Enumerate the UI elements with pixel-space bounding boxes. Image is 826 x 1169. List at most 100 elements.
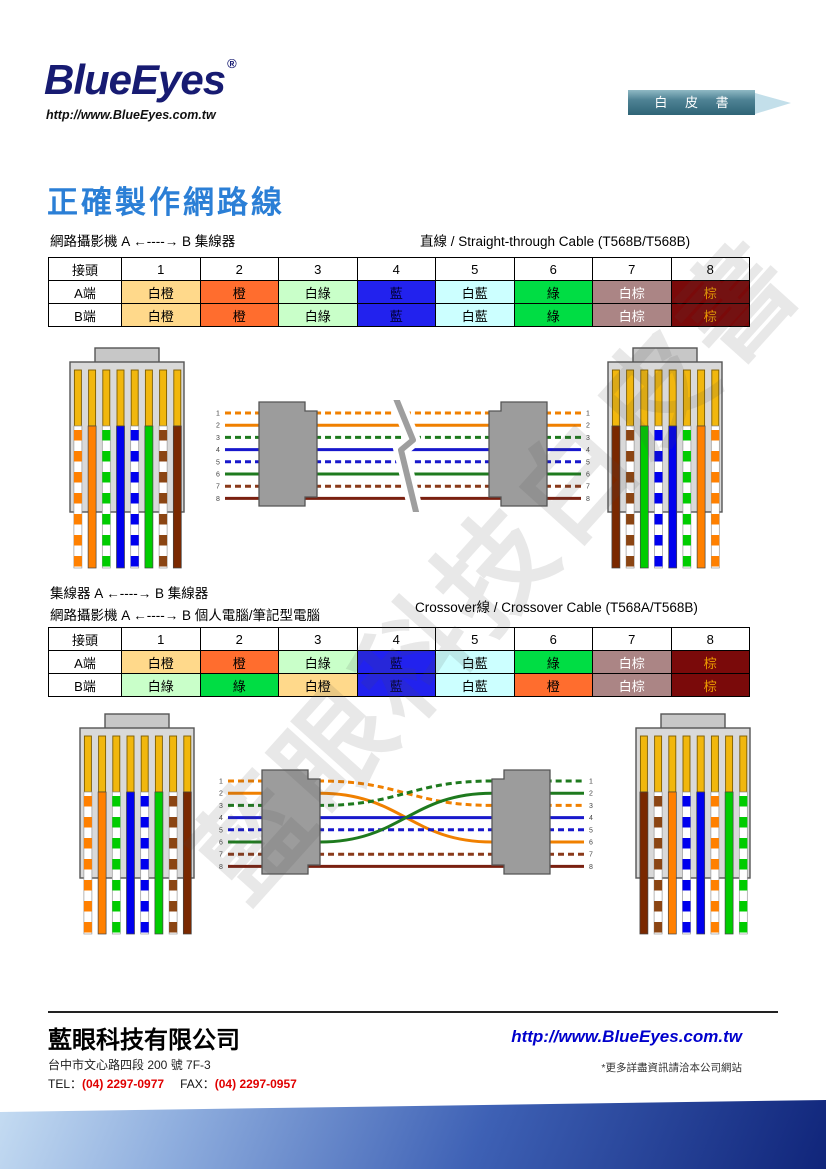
wire-color-cell: 白藍 [435,303,515,327]
wire-color-cell: 綠 [513,303,593,327]
company-website-link[interactable]: http://www.BlueEyes.com.tw [511,1027,742,1046]
pin-number-cell: 1 [121,257,201,281]
footer-gradient-band [0,1100,826,1169]
table-row: B端白綠綠白橙藍白藍橙白棕棕 [48,673,750,697]
logo-url: http://www.BlueEyes.com.tw [46,108,216,122]
pin-number-cell: 3 [278,257,358,281]
wire-color-cell: 橙 [199,303,279,327]
wire-color-cell: 白棕 [592,303,672,327]
wire-color-cell: 棕 [670,650,750,674]
pin-number-cell: 6 [513,627,593,651]
company-address: 台中市文心路四段 200 號 7F-3 [48,1058,211,1072]
pin-number-cell: 2 [199,257,279,281]
wire-color-cell: 白綠 [278,650,358,674]
table-row: B端白橙橙白綠藍白藍綠白棕棕 [48,303,750,327]
svg-text:2: 2 [586,423,590,430]
tel-label: TEL： [48,1077,83,1091]
wire-color-cell: 棕 [670,673,750,697]
wire-color-cell: 藍 [356,673,436,697]
wire-color-cell: 白藍 [435,673,515,697]
table-row: A端白橙橙白綠藍白藍綠白棕棕 [48,280,750,304]
wire-color-cell: 棕 [670,303,750,327]
wire-color-cell: 白藍 [435,650,515,674]
row-label-cell: A端 [48,280,122,304]
svg-text:2: 2 [219,791,223,798]
wire-color-cell: 白藍 [435,280,515,304]
wire-color-cell: 橙 [199,650,279,674]
svg-text:3: 3 [216,435,220,442]
svg-text:5: 5 [589,827,593,834]
svg-text:7: 7 [589,852,593,859]
svg-text:5: 5 [586,459,590,466]
registered-mark: ® [227,56,237,71]
svg-text:5: 5 [216,459,220,466]
rj45-connector-straight-b [607,347,723,569]
svg-text:8: 8 [219,864,223,871]
row-label-cell: B端 [48,673,122,697]
svg-text:6: 6 [219,840,223,847]
svg-text:4: 4 [216,447,220,454]
crossover-cable-type-label: Crossover線 / Crossover Cable (T568A/T568… [415,600,698,615]
tel-number: (04) 2297-0977 [82,1077,165,1091]
rj45-connector-straight-a [69,347,185,569]
fax-number: (04) 2297-0957 [214,1077,297,1091]
pin-number-cell: 1 [121,627,201,651]
svg-text:8: 8 [589,864,593,871]
svg-text:4: 4 [586,447,590,454]
svg-text:2: 2 [589,791,593,798]
svg-text:3: 3 [219,803,223,810]
wire-color-cell: 白橙 [121,650,201,674]
svg-text:1: 1 [216,411,220,418]
rj45-connector-crossover-b [635,713,751,935]
pin-number-cell: 4 [356,627,436,651]
pin-number-cell: 5 [435,257,515,281]
svg-text:1: 1 [589,779,593,786]
crossover-connection-label-2: 網路攝影機 A ←----→ B 個人電腦/筆記型電腦 [50,608,320,623]
blueeyes-logo: BlueEyes® [44,56,237,104]
corner-cell: 接頭 [48,257,122,281]
company-name: 藍眼科技有限公司 [48,1027,240,1054]
wire-color-cell: 白棕 [592,280,672,304]
wire-color-cell: 橙 [199,280,279,304]
wire-color-cell: 橙 [513,673,593,697]
wire-color-cell: 藍 [356,303,436,327]
table-row: A端白橙橙白綠藍白藍綠白棕棕 [48,650,750,674]
pin-number-cell: 8 [670,257,750,281]
svg-text:6: 6 [216,472,220,479]
page-title: 正確製作網路線 [47,184,285,220]
pin-number-cell: 6 [513,257,593,281]
whitepaper-badge: 白 皮 書 [628,90,755,115]
svg-text:8: 8 [586,496,590,503]
svg-text:7: 7 [216,484,220,491]
pin-number-cell: 5 [435,627,515,651]
badge-accent-triangle [755,93,791,114]
pin-number-cell: 7 [592,627,672,651]
pin-number-cell: 8 [670,627,750,651]
pin-number-cell: 2 [199,627,279,651]
svg-text:5: 5 [219,827,223,834]
svg-text:3: 3 [586,435,590,442]
wire-color-cell: 白橙 [121,303,201,327]
pin-number-cell: 4 [356,257,436,281]
svg-text:8: 8 [216,496,220,503]
straight-connection-label: 網路攝影機 A ←----→ B 集線器 [50,234,236,249]
contact-line: TEL：(04) 2297-0977 FAX：(04) 2297-0957 [48,1075,297,1092]
straight-cable-type-label: 直線 / Straight-through Cable (T568B/T568B… [420,234,691,249]
svg-text:1: 1 [219,779,223,786]
wire-color-cell: 藍 [356,650,436,674]
pin-number-cell: 3 [278,627,358,651]
fax-label: FAX： [180,1077,215,1091]
row-label-cell: A端 [48,650,122,674]
corner-cell: 接頭 [48,627,122,651]
svg-text:3: 3 [589,803,593,810]
wire-color-cell: 白綠 [121,673,201,697]
rj45-connector-crossover-a [79,713,195,935]
